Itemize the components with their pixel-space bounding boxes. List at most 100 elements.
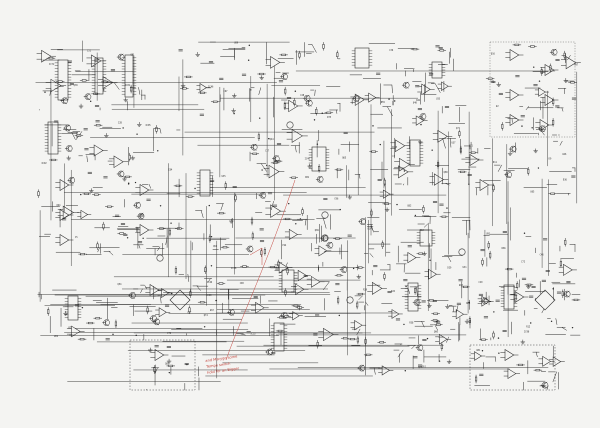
junction xyxy=(208,204,210,207)
transistor xyxy=(282,312,287,315)
op-amp xyxy=(479,179,490,191)
resistor xyxy=(318,166,321,171)
junction xyxy=(134,181,137,184)
resistor xyxy=(84,192,89,195)
transistor xyxy=(252,143,257,147)
resistor xyxy=(257,134,260,140)
op-amp xyxy=(399,157,411,172)
wire xyxy=(159,128,162,134)
wire xyxy=(187,273,190,282)
wire xyxy=(113,82,120,90)
dashed-enclosure xyxy=(129,339,196,391)
transistor xyxy=(261,195,266,199)
resistor xyxy=(37,191,40,196)
op-amp xyxy=(318,245,328,257)
junction xyxy=(313,119,316,121)
junction xyxy=(136,133,138,135)
resistor xyxy=(350,338,355,341)
wire xyxy=(365,301,369,306)
transistor xyxy=(230,312,234,316)
wire xyxy=(445,183,450,186)
component-label: R88 xyxy=(466,302,471,305)
wire xyxy=(386,106,393,117)
transistor xyxy=(261,191,266,195)
resistor xyxy=(384,202,389,205)
resistor xyxy=(322,44,325,49)
resistor xyxy=(80,253,85,256)
transistor xyxy=(283,73,287,76)
op-amp xyxy=(154,349,165,361)
component-label: U81 xyxy=(476,349,481,352)
resistor xyxy=(459,147,462,153)
component-label: C94 xyxy=(282,244,287,247)
wire xyxy=(165,235,168,245)
resistor xyxy=(281,53,286,56)
component-label: R75 xyxy=(327,116,332,119)
resistor xyxy=(371,150,376,153)
component-label: C28 xyxy=(118,122,123,125)
op-amp xyxy=(421,83,431,96)
wire xyxy=(285,262,288,267)
dashed-enclosure xyxy=(489,41,576,138)
connector xyxy=(321,234,329,242)
transistor xyxy=(67,149,72,152)
junction xyxy=(394,100,396,102)
op-amp xyxy=(509,49,520,61)
junction xyxy=(468,183,470,185)
transistor xyxy=(342,270,347,273)
wire xyxy=(555,318,558,325)
component-label: U65 xyxy=(530,191,535,194)
wire xyxy=(108,250,114,256)
op-amp xyxy=(383,189,391,199)
resistor xyxy=(79,338,85,341)
op-amp xyxy=(199,83,207,93)
resistor xyxy=(356,337,359,343)
resistor xyxy=(224,183,227,188)
wire xyxy=(369,253,374,258)
op-amp xyxy=(41,49,52,63)
resistor xyxy=(284,217,290,221)
transistor xyxy=(131,292,135,295)
wire xyxy=(140,288,143,294)
component-label: Q65 xyxy=(342,157,347,160)
op-amp xyxy=(288,99,299,113)
transistor xyxy=(483,301,488,305)
resistor xyxy=(550,192,555,195)
op-amp xyxy=(437,129,448,143)
junction xyxy=(194,187,196,190)
component-label: C46 xyxy=(540,254,545,257)
resistor xyxy=(218,282,224,285)
resistor xyxy=(272,161,278,164)
junction xyxy=(523,232,526,234)
resistor xyxy=(563,52,566,58)
component-label: R22 xyxy=(391,290,396,293)
wire xyxy=(455,305,459,314)
resistor xyxy=(481,259,484,265)
op-amp xyxy=(354,93,365,106)
component-label: R66 xyxy=(502,247,507,250)
component-label: Q51 xyxy=(422,366,427,369)
resistor xyxy=(487,243,490,248)
component-label: R41 xyxy=(416,99,421,102)
wire xyxy=(322,281,330,291)
wire xyxy=(358,174,361,179)
wire xyxy=(295,145,297,153)
op-amp xyxy=(372,281,383,295)
wire xyxy=(559,140,563,146)
junction xyxy=(103,89,105,91)
connector xyxy=(156,254,164,262)
op-amp xyxy=(542,355,552,367)
transistor xyxy=(70,176,75,180)
op-amp xyxy=(539,119,550,131)
transistor xyxy=(136,205,140,209)
wire xyxy=(442,138,446,149)
op-amp xyxy=(139,224,150,236)
junction xyxy=(171,292,173,295)
resistor xyxy=(284,88,287,94)
component-label: IC32 xyxy=(250,333,256,336)
component-label: Q69 xyxy=(315,229,320,232)
op-amp xyxy=(268,164,280,179)
junction xyxy=(261,169,263,171)
component-label: Q89 xyxy=(444,171,449,174)
junction xyxy=(122,127,124,129)
